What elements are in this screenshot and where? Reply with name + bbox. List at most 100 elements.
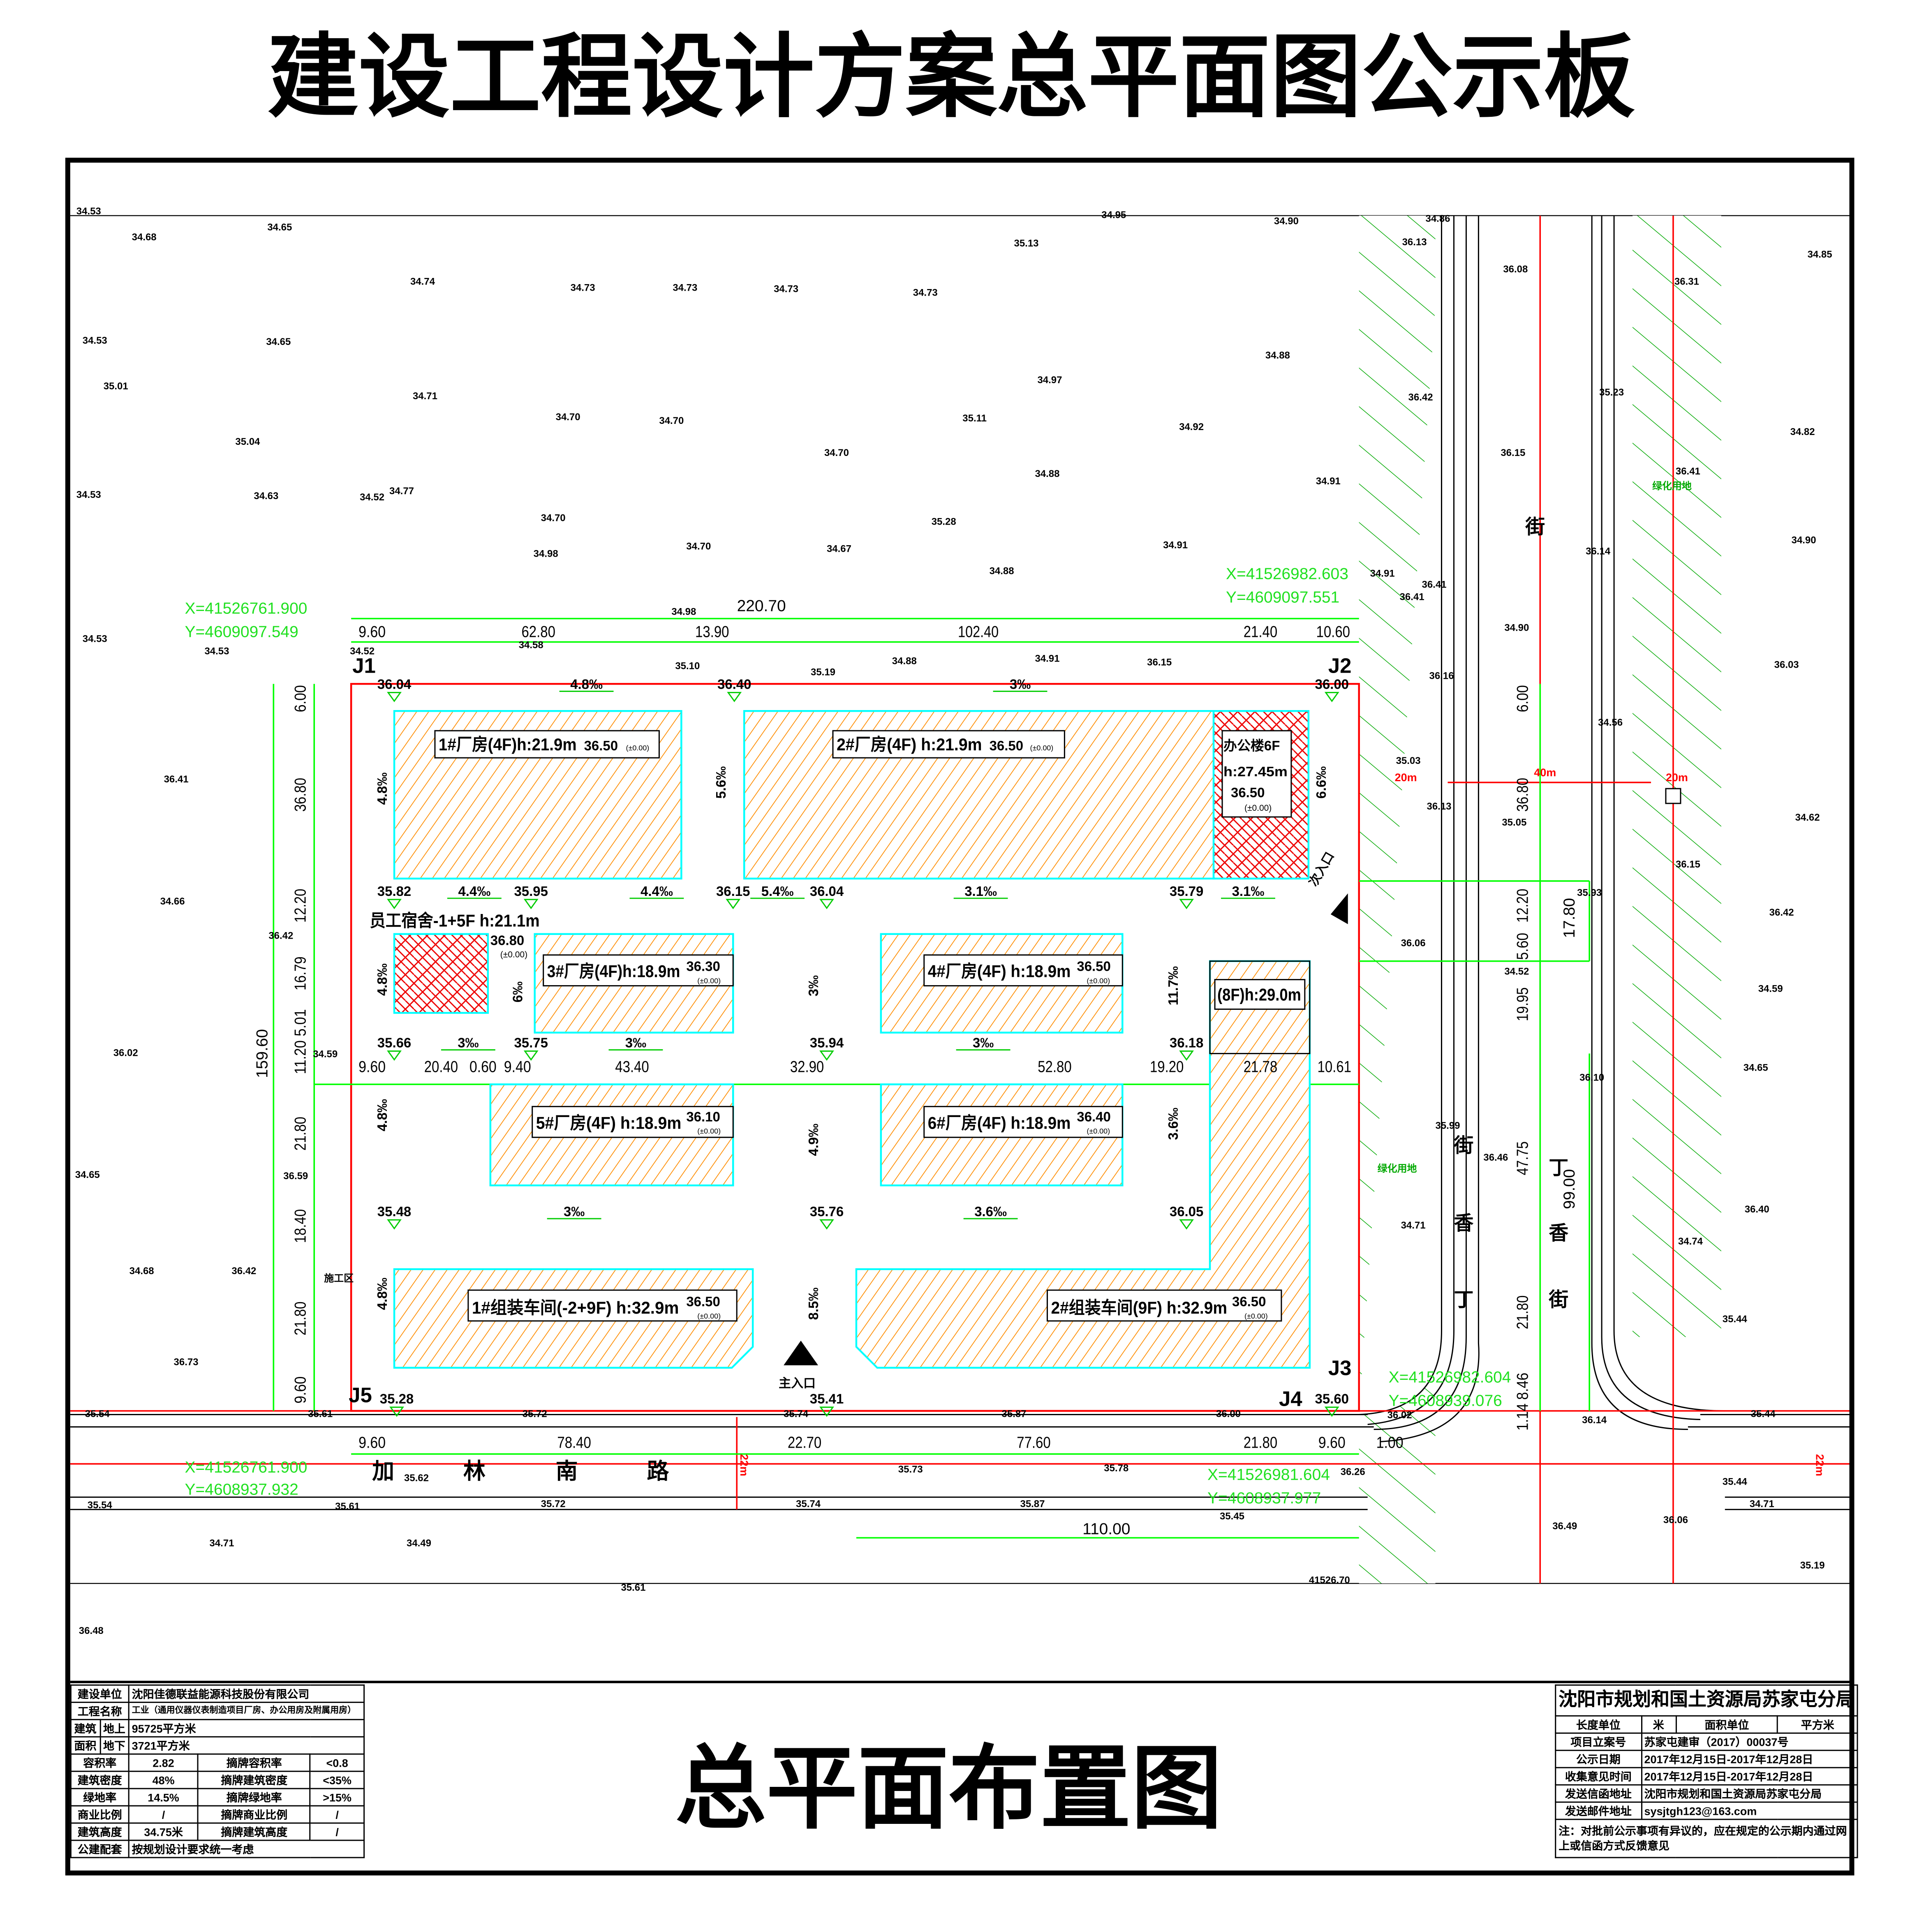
text-label: 平方米: [1777, 1715, 1858, 1734]
dimension-text: 10.61: [1318, 1058, 1351, 1076]
slope-label: 3‰: [806, 975, 821, 996]
dimension-text: 0.60: [469, 1058, 497, 1076]
text-label: 沈阳市规划和国土资源局苏家屯分局: [1555, 1684, 1858, 1717]
zero-mark: (±0.00): [626, 744, 649, 752]
site-elevation: 35.82: [377, 884, 411, 899]
text-label: 工程名称: [70, 1701, 129, 1720]
site-elevation: 35.95: [514, 884, 548, 899]
ground-elevation: 36.15: [1501, 447, 1525, 458]
building-5-factory[interactable]: 5#厂房(4F) h:18.9m 36.10 (±0.00): [489, 1083, 734, 1187]
site-elevation: 35.60: [1315, 1391, 1349, 1407]
building-1-assembly[interactable]: 1#组装车间(-2+9F) h:32.9m 36.50 (±0.00): [393, 1268, 754, 1369]
text-label: 发送信函地址: [1555, 1784, 1642, 1803]
building-label: 6#厂房(4F) h:18.9m: [928, 1113, 1071, 1132]
ground-elevation: 36.06: [1401, 938, 1426, 949]
text-label: 建筑: [70, 1719, 101, 1738]
slope-label: 3‰: [1010, 676, 1031, 692]
ground-elevation: 34.68: [129, 1266, 154, 1277]
building-1-factory[interactable]: 1#厂房(4F)h:21.9m 36.50 (±0.00): [393, 710, 682, 880]
slope-label: 4.8‰: [375, 963, 390, 996]
text-label: Y=4608937.977: [1207, 1489, 1321, 1507]
slope-label: 3.1‰: [964, 884, 997, 899]
ground-elevation: 34.67: [827, 544, 851, 555]
office-building[interactable]: 办公楼6F h:27.45m 36.50 (±0.00): [1212, 710, 1310, 880]
site-elevation: 36.04: [377, 676, 412, 692]
building-2-assembly[interactable]: (8F)h:29.0m 2#组装车间(9F) h:32.9m 36.50 (±0…: [855, 960, 1311, 1369]
text-label: 34.75米: [128, 1822, 199, 1841]
ground-elevation: 36.14: [1582, 1415, 1607, 1426]
ground-elevation: 34.53: [83, 335, 107, 346]
ground-elevation: 34.65: [266, 336, 291, 347]
slope-label: 3.1‰: [1232, 884, 1265, 899]
building-6-factory[interactable]: 6#厂房(4F) h:18.9m 36.40 (±0.00): [880, 1083, 1124, 1187]
text-label: >15%: [310, 1788, 365, 1807]
text-label: 公示日期: [1555, 1749, 1642, 1768]
text-label: 摘牌商业比例: [197, 1805, 311, 1824]
dimension-text: 1.00: [1376, 1434, 1404, 1451]
ground-elevation: 34.92: [1179, 421, 1204, 433]
board-title: 建设工程设计方案总平面图公示板: [267, 26, 1635, 128]
dimension-text: 32.90: [790, 1058, 824, 1076]
building-2-factory[interactable]: 2#厂房(4F) h:21.9m 36.50 (±0.00): [743, 710, 1215, 880]
zero-mark: (±0.00): [1030, 744, 1053, 752]
ground-elevation: 34.62: [1795, 812, 1820, 823]
control-point-j4: J4: [1279, 1387, 1302, 1411]
dimension-text: 9.60: [358, 1058, 386, 1076]
ground-elevation: 41526.70: [1309, 1575, 1350, 1586]
slope-label: 4.8‰: [375, 773, 390, 805]
building-4-factory[interactable]: 4#厂房(4F) h:18.9m 36.50 (±0.00): [880, 933, 1124, 1034]
ground-elevation: 36.14: [1586, 546, 1611, 557]
ground-elevation: 34.59: [313, 1048, 338, 1060]
text-label: 2017年12月15日-2017年12月28日: [1640, 1767, 1858, 1786]
ground-elevation: 36.41: [1676, 466, 1700, 477]
ground-elevation: 34.88: [892, 655, 917, 666]
ground-elevation: 34.70: [659, 415, 684, 426]
ground-elevation: 34.90: [1274, 215, 1299, 227]
ground-elevation: 36.41: [1422, 579, 1447, 590]
text-label: 苏家屯建审（2017）00037号: [1640, 1732, 1858, 1751]
slope-label: 4.8‰: [570, 676, 603, 692]
text-label: 48%: [128, 1770, 199, 1789]
building-label: 4#厂房(4F) h:18.9m: [928, 962, 1071, 981]
floor-elevation: 36.10: [686, 1109, 720, 1124]
dimension-text: 6.00: [291, 685, 309, 712]
slope-label: 3‰: [458, 1035, 479, 1050]
ground-elevation: 34.82: [1790, 426, 1815, 437]
ground-elevation: 36.41: [164, 774, 189, 785]
text-label: 工业（通用仪器仪表制造项目厂房、办公用房及附属用房）: [128, 1701, 365, 1720]
green-strip-east: [1633, 215, 1721, 1337]
building-3-factory[interactable]: 3#厂房(4F)h:18.9m 36.30 (±0.00): [534, 933, 734, 1034]
ground-elevation: 36.02: [113, 1047, 138, 1058]
building-label: 5#厂房(4F) h:18.9m: [536, 1113, 682, 1132]
site-elevation: 36.15: [716, 884, 750, 899]
dimension-text: 5.60: [1514, 933, 1531, 960]
elevation-triangle-icon: [389, 1407, 404, 1417]
ground-elevation: 34.58: [519, 639, 543, 650]
text-label: Y=4609097.551: [1226, 589, 1339, 606]
dimension-text: 21.78: [1244, 1058, 1277, 1076]
ground-elevation: 35.72: [523, 1409, 547, 1420]
project-info-table: 建设单位沈阳佳德联益能源科技股份有限公司 工程名称工业（通用仪器仪表制造项目厂房…: [70, 1684, 365, 1858]
text-label: 街: [1453, 1135, 1473, 1157]
email-link[interactable]: sysjtgh123@163.com: [1640, 1801, 1858, 1820]
zero-mark: (±0.00): [1087, 977, 1110, 985]
dimension-text: 21.40: [1244, 623, 1277, 641]
ground-elevation: 34.52: [1504, 966, 1529, 977]
dimension-text: 16.79: [291, 956, 309, 990]
dimension-text: 9.60: [358, 623, 386, 641]
ground-elevation: 36.15: [1147, 657, 1172, 668]
text-label: 地上: [99, 1719, 129, 1738]
road-curb: [1359, 215, 1442, 1416]
staff-dormitory[interactable]: 员工宿舍-1+5F h:21.1m 36.80 (±0.00): [370, 911, 540, 1014]
ground-elevation: 34.88: [1035, 468, 1059, 479]
dimension-text: 10.60: [1316, 623, 1350, 641]
ground-elevation: 35.01: [104, 381, 128, 392]
dimension-text: 12.20: [1514, 889, 1531, 923]
ground-elevation: 34.63: [254, 491, 278, 502]
text-label: 摘牌容积率: [197, 1753, 311, 1772]
elevation-triangle-icon: [1179, 1219, 1194, 1230]
text-label: 沈阳佳德联益能源科技股份有限公司: [128, 1684, 365, 1703]
dimension-text: 78.40: [557, 1434, 591, 1451]
